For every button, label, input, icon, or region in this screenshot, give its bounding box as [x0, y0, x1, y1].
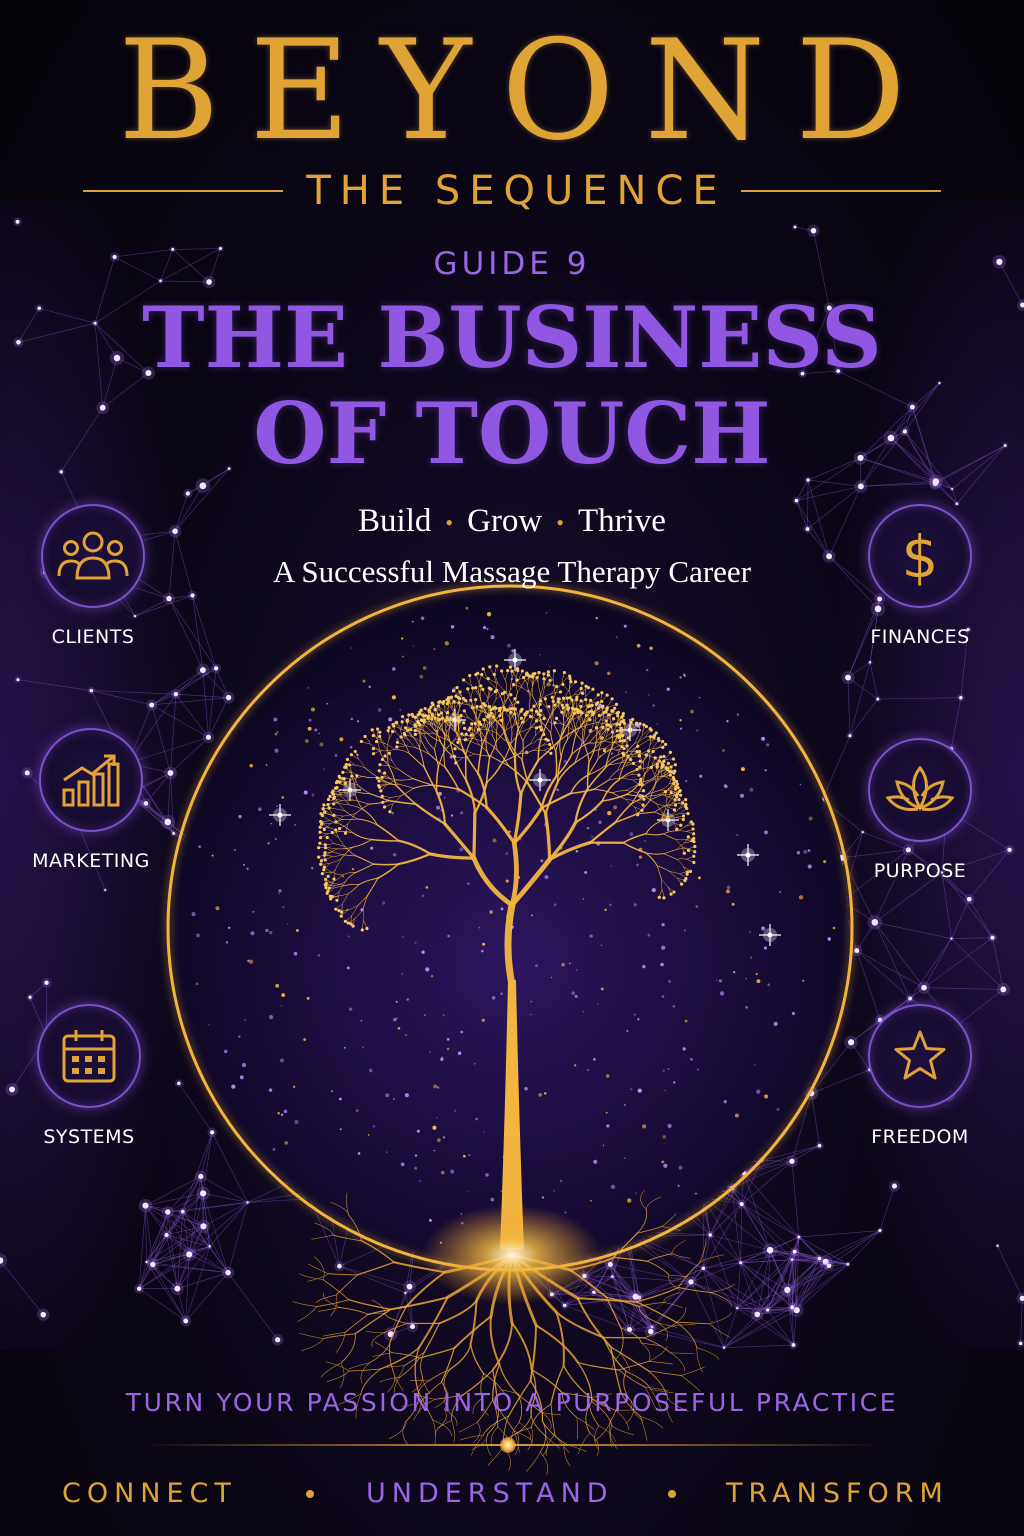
guide-number: GUIDE 9 — [433, 246, 591, 282]
pillar-label: FREEDOM — [871, 1126, 969, 1148]
root-glow — [422, 1205, 602, 1305]
pillar-label: CLIENTS — [51, 626, 135, 648]
growth-chart-icon — [62, 754, 120, 807]
guide-title: THE BUSINESS OF TOUCH — [0, 290, 1024, 482]
footer-separator — [668, 1490, 676, 1498]
pillar-ring: $ — [868, 504, 972, 608]
pillar-label: SYSTEMS — [43, 1126, 135, 1148]
series-subtitle-row: THE SEQUENCE — [0, 166, 1024, 216]
dollar-icon: $ — [902, 523, 939, 589]
footer-divider-glow — [500, 1437, 516, 1453]
footer-word-understand: UNDERSTAND — [366, 1478, 614, 1509]
pillar-ring — [39, 728, 143, 832]
tagline-word: Thrive — [577, 503, 666, 539]
tagline-word: Grow — [467, 503, 543, 539]
left-divider — [83, 190, 284, 192]
tree-of-life-illustration — [317, 664, 697, 1250]
pillar-label: FINANCES — [870, 626, 970, 648]
series-subtitle: THE SEQUENCE — [306, 168, 727, 214]
tagline-subtitle: A Successful Massage Therapy Career — [272, 554, 752, 589]
footer-word-connect: CONNECT — [62, 1478, 237, 1509]
pillar-ring — [868, 1004, 972, 1108]
footer-word-transform: TRANSFORM — [726, 1478, 949, 1509]
tagline-separator: • — [556, 510, 564, 536]
pillar-freedom: FREEDOM — [830, 1004, 1010, 1148]
tagline-word: Build — [358, 503, 432, 539]
pillar-label: PURPOSE — [873, 860, 967, 882]
tagline-separator: • — [445, 510, 454, 536]
pillar-systems: SYSTEMS — [0, 1004, 179, 1148]
series-title: BEYOND — [118, 10, 936, 171]
footer-separator — [306, 1490, 314, 1498]
pillar-label: MARKETING — [32, 850, 150, 872]
svg-text:$: $ — [902, 523, 939, 589]
pillar-ring — [37, 1004, 141, 1108]
guide-title-line-1: THE BUSINESS — [142, 288, 882, 387]
lotus-icon — [885, 765, 955, 812]
pillar-marketing: MARKETING — [1, 728, 181, 872]
pillar-purpose: PURPOSE — [830, 738, 1010, 882]
people-icon — [57, 531, 129, 580]
pillar-clients: CLIENTS — [3, 504, 183, 648]
right-divider — [740, 190, 941, 192]
star-icon — [894, 1030, 946, 1080]
pillar-ring — [868, 738, 972, 842]
pillar-finances: $ FINANCES — [830, 504, 1010, 648]
calendar-icon — [62, 1030, 116, 1083]
pillar-ring — [41, 504, 145, 608]
tagline: Build • Grow • Thrive — [0, 503, 1024, 540]
motto: TURN YOUR PASSION INTO A PURPOSEFUL PRAC… — [125, 1388, 899, 1417]
footer-words: CONNECT UNDERSTAND TRANSFORM — [0, 1478, 1024, 1518]
guide-title-line-2: OF TOUCH — [253, 384, 771, 483]
